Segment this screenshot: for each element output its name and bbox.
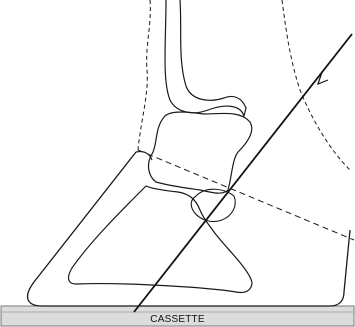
beam-direction-arrow-icon [318, 72, 328, 84]
dashed-reference-line [138, 150, 354, 240]
hoof-wall-outline [28, 152, 350, 306]
x-ray-beam-line [134, 34, 352, 312]
cassette-label: CASSETTE [0, 312, 355, 327]
pastern-skin-outline-right [282, 0, 350, 170]
long-pastern-bone [165, 0, 246, 116]
pastern-skin-outline-left [138, 0, 150, 150]
